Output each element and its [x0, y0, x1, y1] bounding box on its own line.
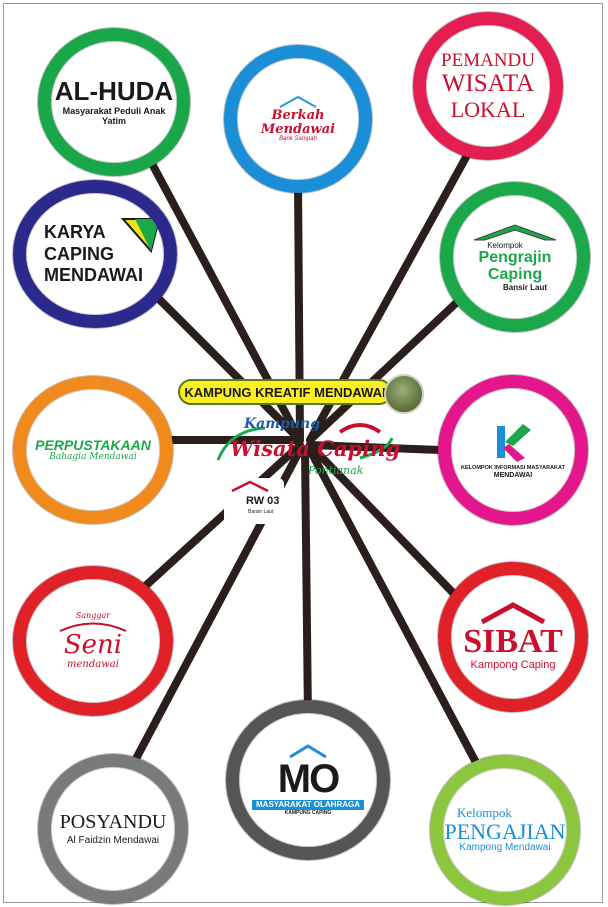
- pemandu-line2: WISATA: [441, 70, 535, 98]
- node-al-huda: AL-HUDA Masyarakat Peduli Anak Yatim: [38, 28, 190, 176]
- link-mo: [301, 446, 312, 724]
- roof-swirl-icon: [59, 622, 127, 633]
- mo-subtitle: MASYARAKAT OLAHRAGA: [252, 799, 364, 811]
- berkah-subtitle: Bank Sampah: [279, 136, 317, 143]
- perpustakaan-subtitle: Bahagia Mendawai: [49, 451, 137, 462]
- rw-sub: Bansir Laut: [248, 509, 274, 515]
- pengajian-line2: PENGAJIAN: [444, 819, 566, 845]
- house-roof-icon: [279, 96, 317, 109]
- caping-hat-icon: [216, 423, 394, 461]
- pengrajin-line2: Pengrajin: [478, 249, 552, 267]
- wayang-emblem-icon: [384, 374, 424, 414]
- center-logo-line3: Pontianak: [308, 464, 364, 477]
- posyandu-title: POSYANDU: [59, 810, 167, 833]
- node-pemandu-wisata-lokal: PEMANDU WISATA LOKAL: [413, 12, 563, 160]
- karya-line2: CAPING: [44, 243, 115, 264]
- node-masyarakat-olahraga: MO MASYARAKAT OLAHRAGA KAMPUNG CAPING: [226, 700, 390, 860]
- node-posyandu: POSYANDU Al Faidzin Mendawai: [38, 754, 188, 904]
- link-pengajian: [306, 446, 484, 774]
- berkah-title: Berkah Mendawai: [260, 108, 336, 137]
- mo-title: MO: [277, 756, 340, 801]
- karya-line3: MENDAWAI: [44, 265, 143, 286]
- pengajian-line3: Kampong Mendawai: [459, 842, 551, 854]
- node-sanggar-seni: Sanggar Seni mendawai: [13, 566, 173, 716]
- pengrajin-line4: Bansir Laut: [502, 282, 547, 292]
- center-banner: KAMPUNG KREATIF MENDAWAI: [178, 379, 392, 405]
- center-banner-text: KAMPUNG KREATIF MENDAWAI: [184, 384, 386, 400]
- posyandu-subtitle: Al Faidzin Mendawai: [66, 834, 160, 846]
- link-kim: [306, 441, 444, 454]
- sibat-title: SIBAT: [463, 623, 563, 661]
- node-sibat: SIBAT Kampong Caping: [438, 562, 588, 712]
- caping-roof-icon: [473, 224, 557, 241]
- node-karya-caping-mendawai: KARYA CAPING MENDAWAI: [13, 180, 177, 328]
- center-logo-line1: Kampung: [244, 416, 320, 432]
- mo-subtitle-2: KAMPUNG CAPING: [284, 810, 332, 817]
- seni-line2: Seni: [63, 630, 123, 661]
- link-sibat: [306, 441, 464, 604]
- pengrajin-line3: Caping: [487, 266, 543, 283]
- house-roof-icon: [480, 602, 546, 625]
- link-karya: [156, 296, 304, 444]
- link-seni: [126, 441, 304, 604]
- k-logo-icon: [497, 424, 531, 463]
- perpustakaan-title: PERPUSTAKAAN: [35, 436, 151, 453]
- sibat-subtitle: Kampong Caping: [470, 659, 556, 672]
- rw-label: RW 03: [246, 495, 280, 507]
- triangle-logo-icon: [121, 218, 161, 254]
- al-huda-title: AL-HUDA: [54, 75, 174, 106]
- node-perpustakaan: PERPUSTAKAAN Bahagia Mendawai: [13, 376, 173, 524]
- center-logo: Kampung Wisata Caping Pontianak: [210, 410, 410, 492]
- pengrajin-line1: Kelompok: [487, 240, 523, 250]
- pemandu-line1: PEMANDU: [441, 50, 535, 72]
- kim-line1: KELOMPOK INFORMASI MASYARAKAT: [461, 465, 565, 472]
- pengajian-line1: Kelompok: [457, 805, 512, 821]
- node-kelompok-informasi-masyarakat: KELOMPOK INFORMASI MASYARAKAT MENDAWAI: [438, 375, 588, 525]
- node-berkah-mendawai: Berkah Mendawai Bank Sampah: [224, 45, 372, 193]
- link-pengrajin: [306, 286, 474, 444]
- seni-line1: Sanggar: [75, 610, 111, 620]
- node-pengajian: Kelompok PENGAJIAN Kampong Mendawai: [430, 755, 580, 905]
- al-huda-subtitle: Masyarakat Peduli Anak Yatim: [62, 106, 166, 126]
- node-pengrajin-caping: Kelompok Pengrajin Caping Bansir Laut: [440, 182, 590, 332]
- roof-icon: [231, 480, 269, 492]
- karya-line1: KARYA: [44, 221, 106, 242]
- center-logo-line2: Wisata Caping: [230, 436, 401, 461]
- pemandu-line3: LOKAL: [450, 96, 526, 122]
- rw-badge: RW 03 Bansir Laut: [224, 478, 284, 524]
- roof-icon: [289, 743, 327, 758]
- kim-line2: MENDAWAI: [493, 472, 533, 480]
- seni-line3: mendawai: [67, 658, 119, 670]
